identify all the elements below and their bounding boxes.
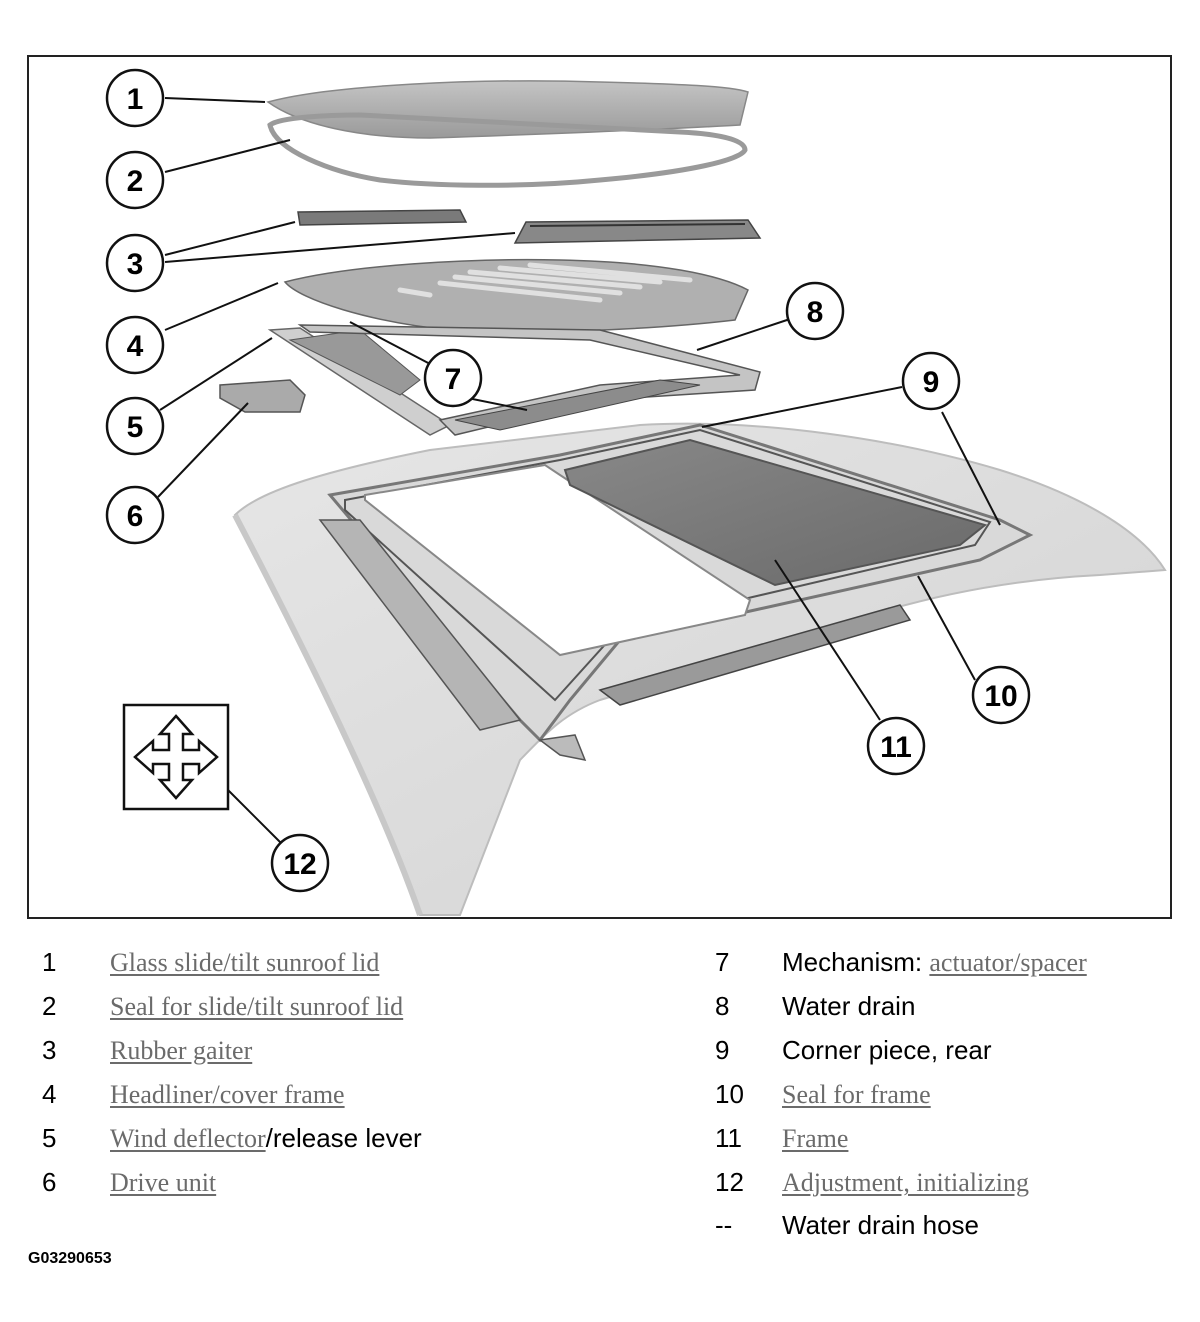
figure-id: G03290653: [28, 1250, 112, 1267]
leader-lines: [157, 97, 1001, 846]
lid-seal-link[interactable]: Seal for slide/tilt sunroof lid: [110, 992, 404, 1021]
callout-7: 7: [423, 348, 483, 408]
callout-9: 9: [901, 351, 961, 411]
mechanism-frame: [297, 324, 761, 436]
rubber-gaiter-link[interactable]: Rubber gaiter: [110, 1036, 253, 1065]
headliner-cover: [283, 258, 749, 333]
svg-text:1: 1: [127, 83, 144, 116]
four-way-arrow-icon: [122, 703, 230, 811]
svg-text:11: 11: [880, 731, 912, 764]
frame-link[interactable]: Frame: [782, 1124, 849, 1153]
callout-11: 11: [866, 716, 926, 776]
callout-4: 4: [105, 315, 165, 375]
callout-5: 5: [105, 396, 165, 456]
callout-10: 10: [971, 665, 1031, 725]
callout-8: 8: [785, 281, 845, 341]
lid-seal: [267, 112, 748, 188]
svg-text:9: 9: [923, 366, 940, 399]
svg-text:12: 12: [283, 848, 316, 881]
drive-unit-link[interactable]: Drive unit: [110, 1168, 217, 1197]
svg-text:7: 7: [445, 363, 462, 396]
callout-1: 1: [105, 68, 165, 128]
rubber-gaiters: [297, 209, 762, 244]
svg-text:6: 6: [127, 500, 144, 533]
frame-seal-link[interactable]: Seal for frame: [782, 1080, 931, 1109]
svg-text:10: 10: [984, 680, 1017, 713]
callout-12: 12: [270, 833, 330, 893]
sunroof-exploded-diagram: 1 2 3 4 5 6 7 8 9 10 11 12: [27, 55, 1172, 919]
svg-text:4: 4: [127, 330, 144, 363]
wind-deflector-link[interactable]: Wind deflector: [110, 1124, 266, 1153]
svg-text:5: 5: [127, 411, 144, 444]
svg-text:2: 2: [127, 165, 144, 198]
callout-6: 6: [105, 485, 165, 545]
adjustment-link[interactable]: Adjustment, initializing: [782, 1168, 1029, 1197]
svg-text:8: 8: [807, 296, 824, 329]
glass-lid-link[interactable]: Glass slide/tilt sunroof lid: [110, 948, 380, 977]
drive-unit: [219, 379, 306, 413]
svg-text:3: 3: [127, 248, 144, 281]
headliner-link[interactable]: Headliner/cover frame: [110, 1080, 345, 1109]
callout-2: 2: [105, 150, 165, 210]
actuator-spacer-link[interactable]: actuator/spacer: [929, 948, 1087, 977]
callout-3: 3: [105, 233, 165, 293]
sunroof-frame: [318, 423, 1034, 762]
glass-lid: [266, 80, 749, 139]
